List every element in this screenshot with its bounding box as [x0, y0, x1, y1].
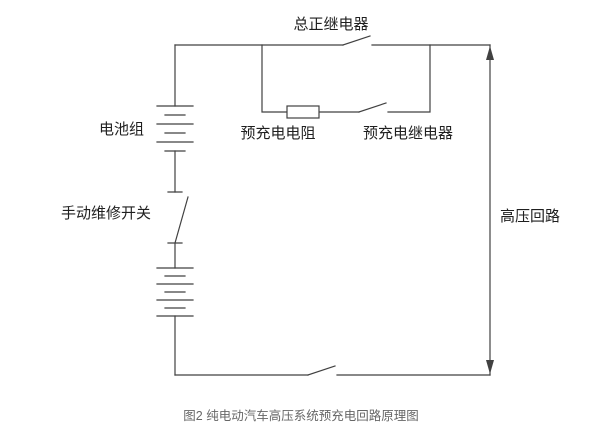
label-high-voltage-loop: 高压回路 [500, 208, 560, 225]
arrow-down-icon [486, 360, 494, 374]
switch-blade [167, 191, 189, 244]
label-precharge-relay: 预充电继电器 [363, 125, 453, 142]
high-voltage-loop-arrowheads [486, 46, 494, 374]
main-negative-relay-switch-symbol [307, 365, 336, 376]
precharge-relay-switch-symbol [358, 102, 387, 113]
manual-service-switch-symbol [167, 191, 189, 244]
battery-cells-symbol [156, 267, 194, 317]
battery-plates [156, 267, 194, 317]
figure-caption: 图2 纯电动汽车高压系统预充电回路原理图 [183, 408, 418, 423]
label-main-positive-relay: 总正继电器 [293, 16, 368, 33]
precharge-branch-wire [261, 44, 431, 113]
battery-pack-symbol [156, 105, 194, 152]
arrow-up-icon [486, 46, 494, 60]
label-precharge-resistor: 预充电电阻 [240, 125, 315, 142]
battery-plates [156, 105, 194, 152]
label-manual-service-switch: 手动维修开关 [61, 205, 151, 222]
label-battery-pack: 电池组 [99, 121, 144, 138]
main-positive-relay-switch-symbol [342, 35, 371, 46]
circuit-wires [156, 35, 491, 376]
precharge-resistor-symbol [286, 105, 320, 119]
circuit-labels: 总正继电器 电池组 手动维修开关 预充电电阻 预充电继电器 高压回路 [61, 16, 560, 225]
